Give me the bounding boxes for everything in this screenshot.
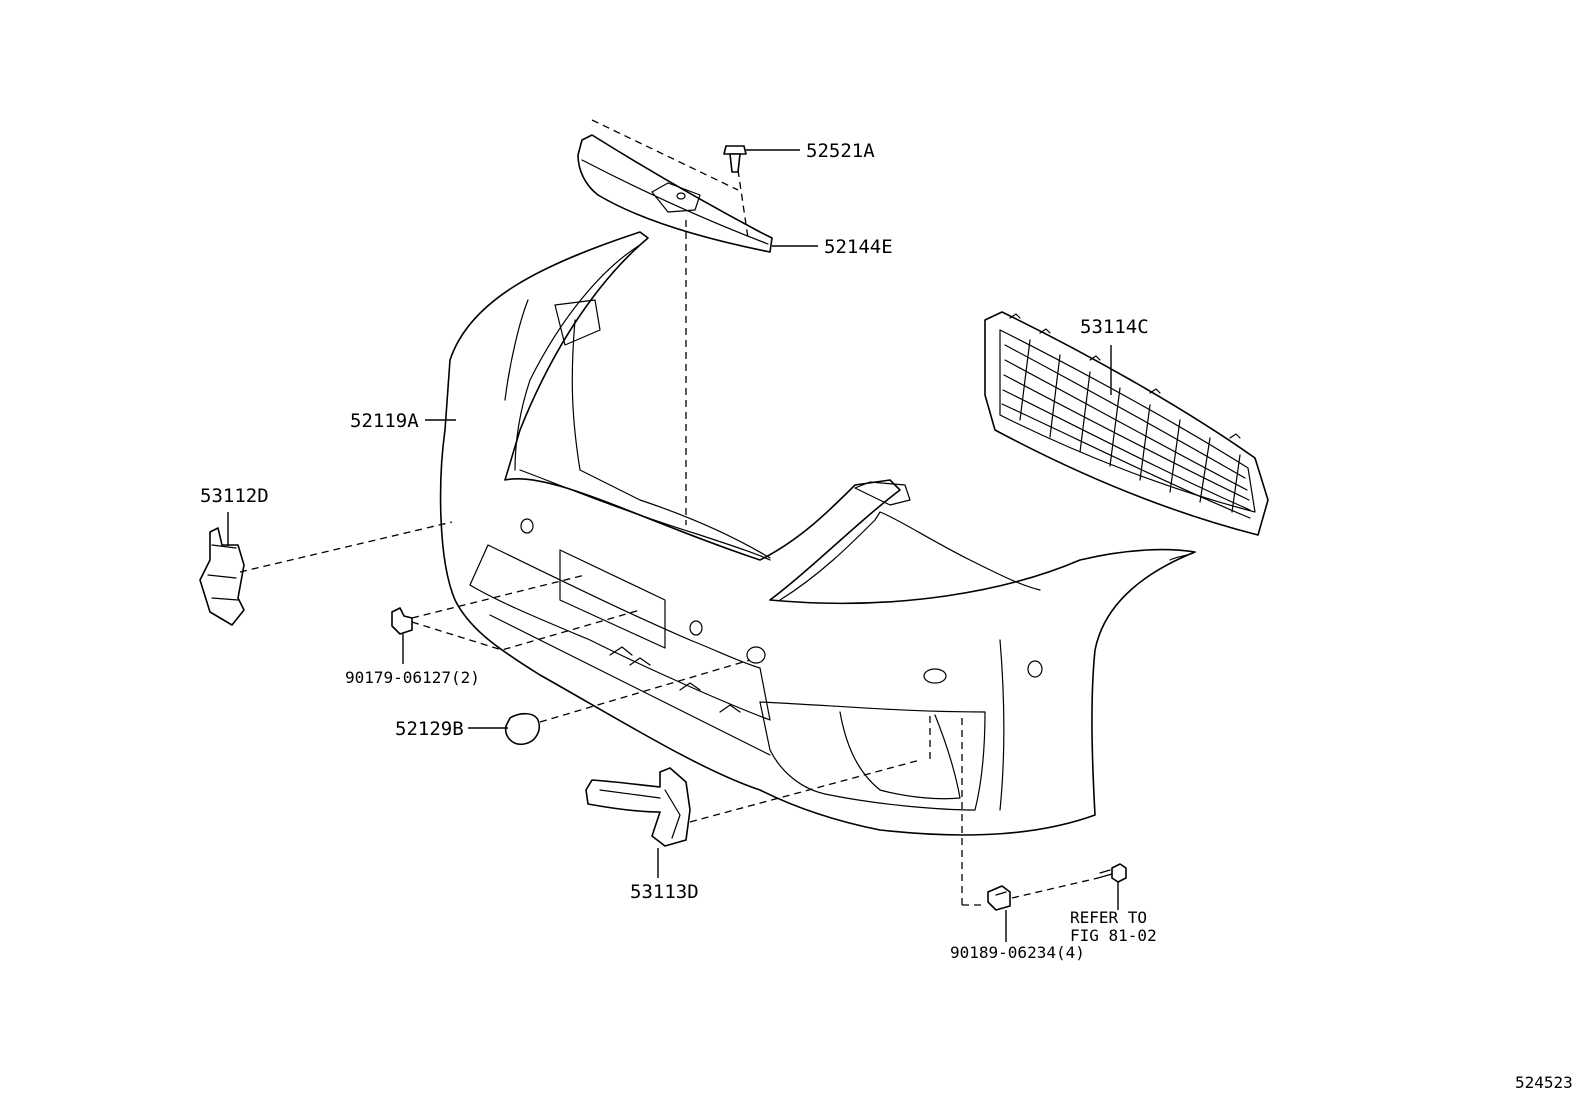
refer-note-line1: REFER TO <box>1070 908 1147 927</box>
label-53113D[interactable]: 53113D <box>630 881 699 903</box>
label-90179-06127[interactable]: 90179-06127(2) <box>345 668 480 687</box>
retainer-52144E[interactable] <box>577 134 773 253</box>
figure-number: 524523 <box>1515 1073 1573 1092</box>
cap-52129B[interactable] <box>504 646 766 746</box>
grille-mesh <box>1001 339 1251 519</box>
label-52144E[interactable]: 52144E <box>824 236 893 258</box>
bracket-53113D[interactable] <box>585 767 691 847</box>
clip-90179-06127[interactable] <box>391 607 413 635</box>
label-52521A[interactable]: 52521A <box>806 140 875 162</box>
label-53112D[interactable]: 53112D <box>200 485 269 507</box>
screw-refer-fig[interactable] <box>1097 863 1127 883</box>
leader-lines <box>227 149 1119 942</box>
label-53114C[interactable]: 53114C <box>1080 316 1149 338</box>
clip-52521A[interactable] <box>723 145 747 173</box>
refer-note-line2: FIG 81-02 <box>1070 926 1157 945</box>
grille-53114C[interactable] <box>984 311 1269 536</box>
bumper-cover-52119A[interactable] <box>439 231 1196 836</box>
label-52119A[interactable]: 52119A <box>350 410 419 432</box>
clip-90189-06234[interactable] <box>987 885 1011 911</box>
assembly-lines <box>239 119 1099 906</box>
label-90189-06234[interactable]: 90189-06234(4) <box>950 943 1085 962</box>
label-52129B[interactable]: 52129B <box>395 718 464 740</box>
bracket-53112D[interactable] <box>199 527 245 626</box>
